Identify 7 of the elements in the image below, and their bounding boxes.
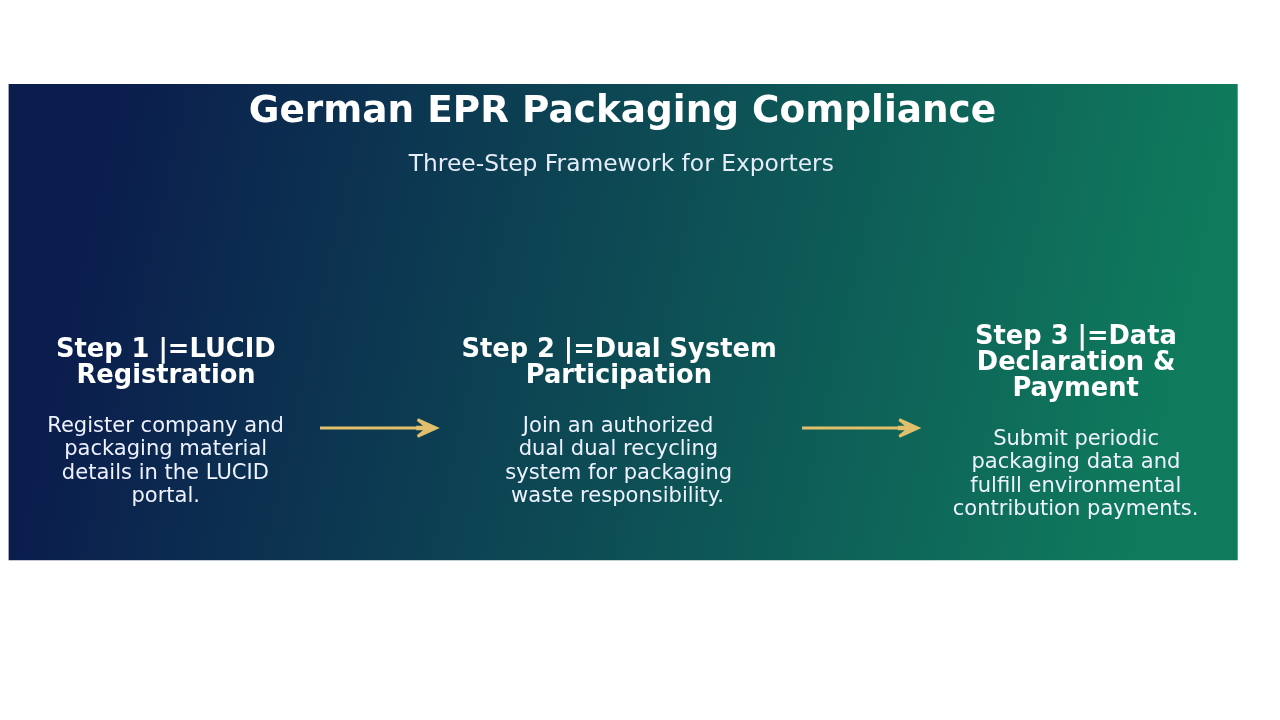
node-text: Step 2 |=Dual System Participation Join an authorized dual dual recycling system for packaging waste responsibility. xyxy=(461,333,777,508)
arrow xyxy=(320,418,438,438)
node-text: Step 3 |=Data Declaration & Payment Submit periodic packaging data and fulfill environmental contribution payments. xyxy=(952,320,1199,521)
arrow xyxy=(802,418,920,438)
node-text: Step 1 |=LUCID Registration Register company and packaging material details in the LUCID portal. xyxy=(47,333,284,508)
diagram-title: German EPR Packaging Compliance xyxy=(248,87,997,132)
label: Three-Step Framework for Exporters xyxy=(408,148,834,177)
